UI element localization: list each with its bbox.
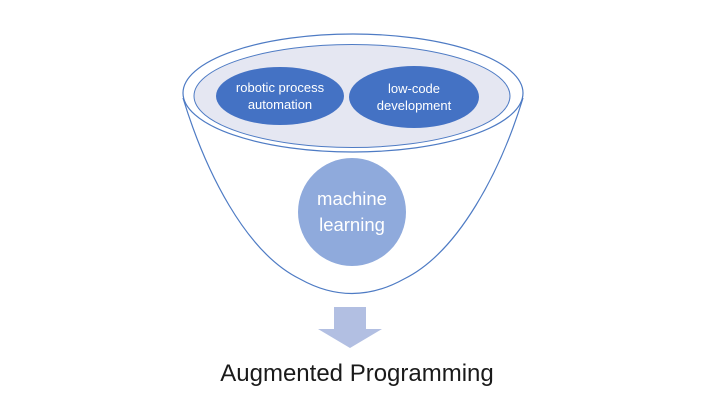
down-arrow-icon	[318, 307, 382, 348]
stage-circle-machine-learning	[298, 158, 406, 266]
input-ellipse-robotic-process-automation	[216, 67, 344, 125]
input-ellipse-low-code-development	[349, 66, 479, 128]
